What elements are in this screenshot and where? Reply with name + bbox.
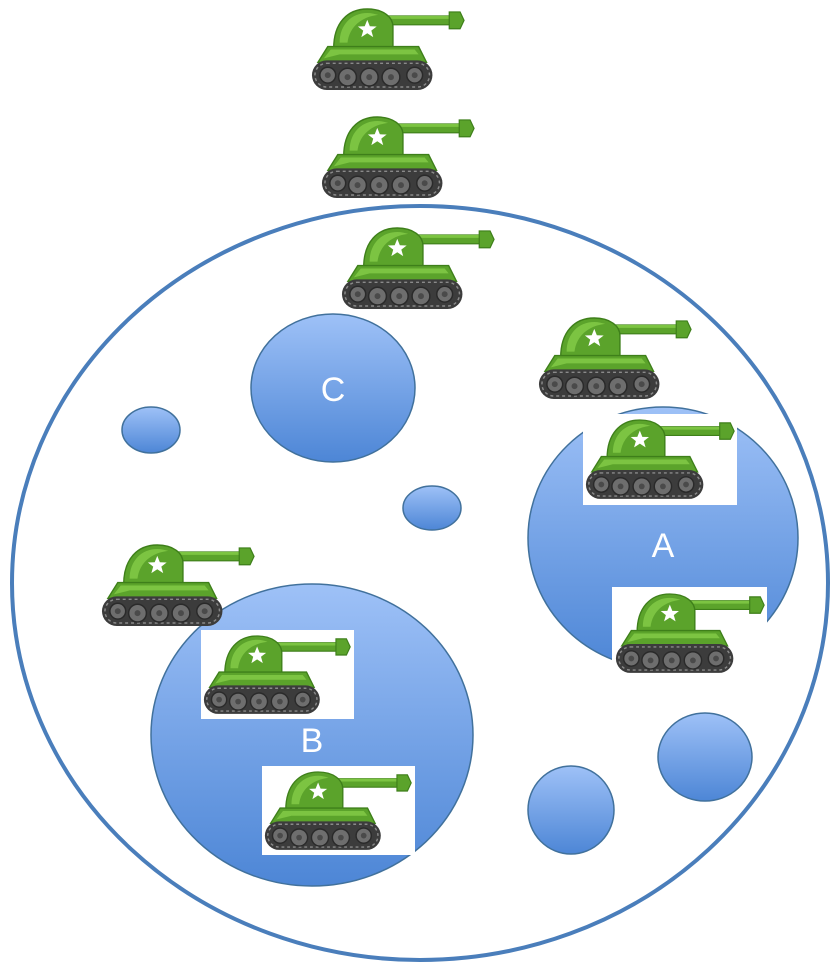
small-blob	[658, 713, 752, 801]
tank-icon	[342, 228, 494, 309]
region-b-label: B	[301, 722, 324, 760]
small-blob	[528, 766, 614, 854]
tank-icon	[322, 117, 474, 198]
tank-icon	[312, 9, 464, 90]
small-blob	[122, 407, 180, 453]
tank-icon	[539, 318, 691, 399]
region-a-label: A	[652, 527, 675, 565]
region-c-label: C	[321, 371, 346, 409]
small-blob	[403, 486, 461, 530]
